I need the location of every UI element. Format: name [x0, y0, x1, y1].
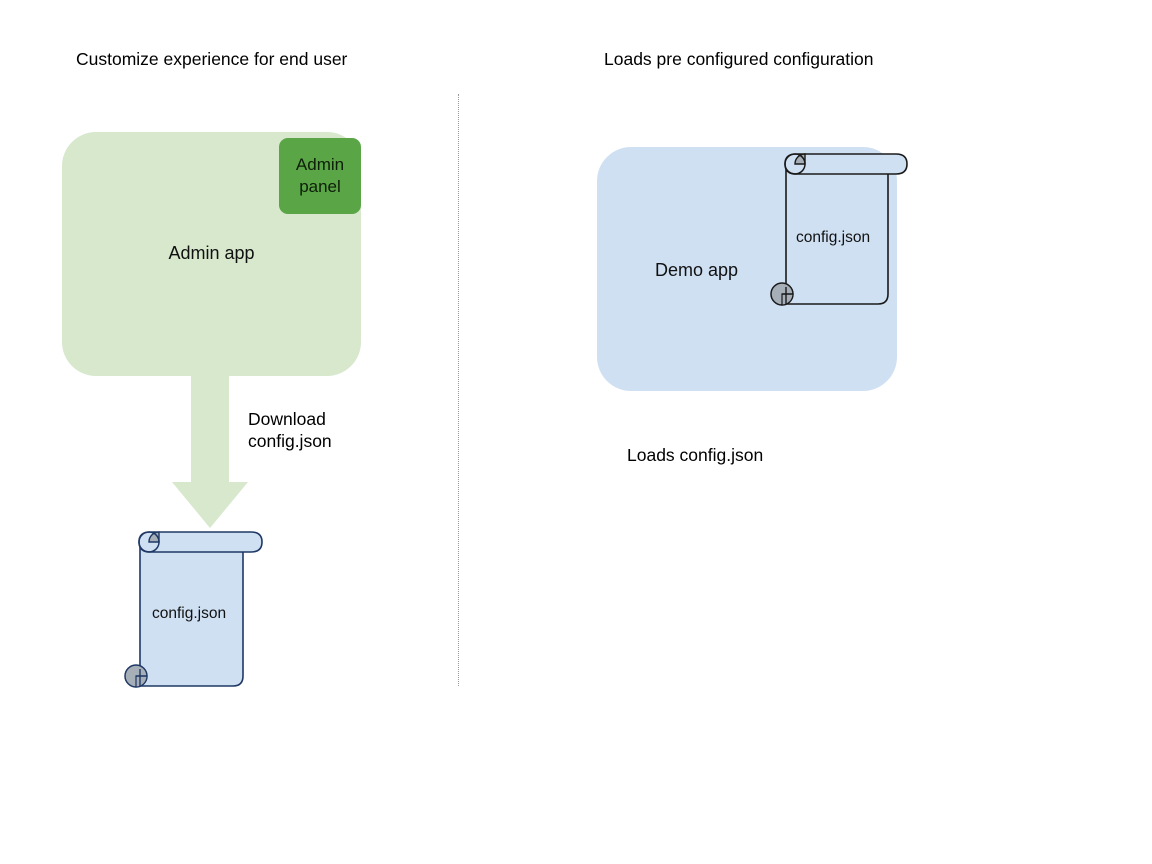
download-arrow-label-line1: Download	[248, 409, 326, 429]
download-arrow-label-line2: config.json	[248, 431, 332, 451]
heading-right: Loads pre configured configuration	[604, 49, 874, 69]
download-arrow-icon	[172, 370, 248, 528]
scroll-shape	[770, 153, 908, 306]
config-json-document-left[interactable]: config.json	[118, 524, 274, 696]
config-json-label-left: config.json	[152, 605, 227, 622]
admin-panel-badge[interactable]: Admin panel	[279, 138, 361, 214]
demo-app-label: Demo app	[655, 260, 739, 280]
heading-left: Customize experience for end user	[76, 49, 348, 69]
vertical-dotted-divider	[458, 94, 459, 686]
admin-app-label: Admin app	[168, 243, 255, 263]
loads-config-caption: Loads config.json	[627, 445, 764, 465]
download-arrow-label: Download config.json	[248, 408, 332, 452]
scroll-shape	[124, 531, 263, 688]
config-json-label-right: config.json	[796, 229, 871, 246]
config-json-document-right[interactable]: config.json	[768, 148, 918, 314]
